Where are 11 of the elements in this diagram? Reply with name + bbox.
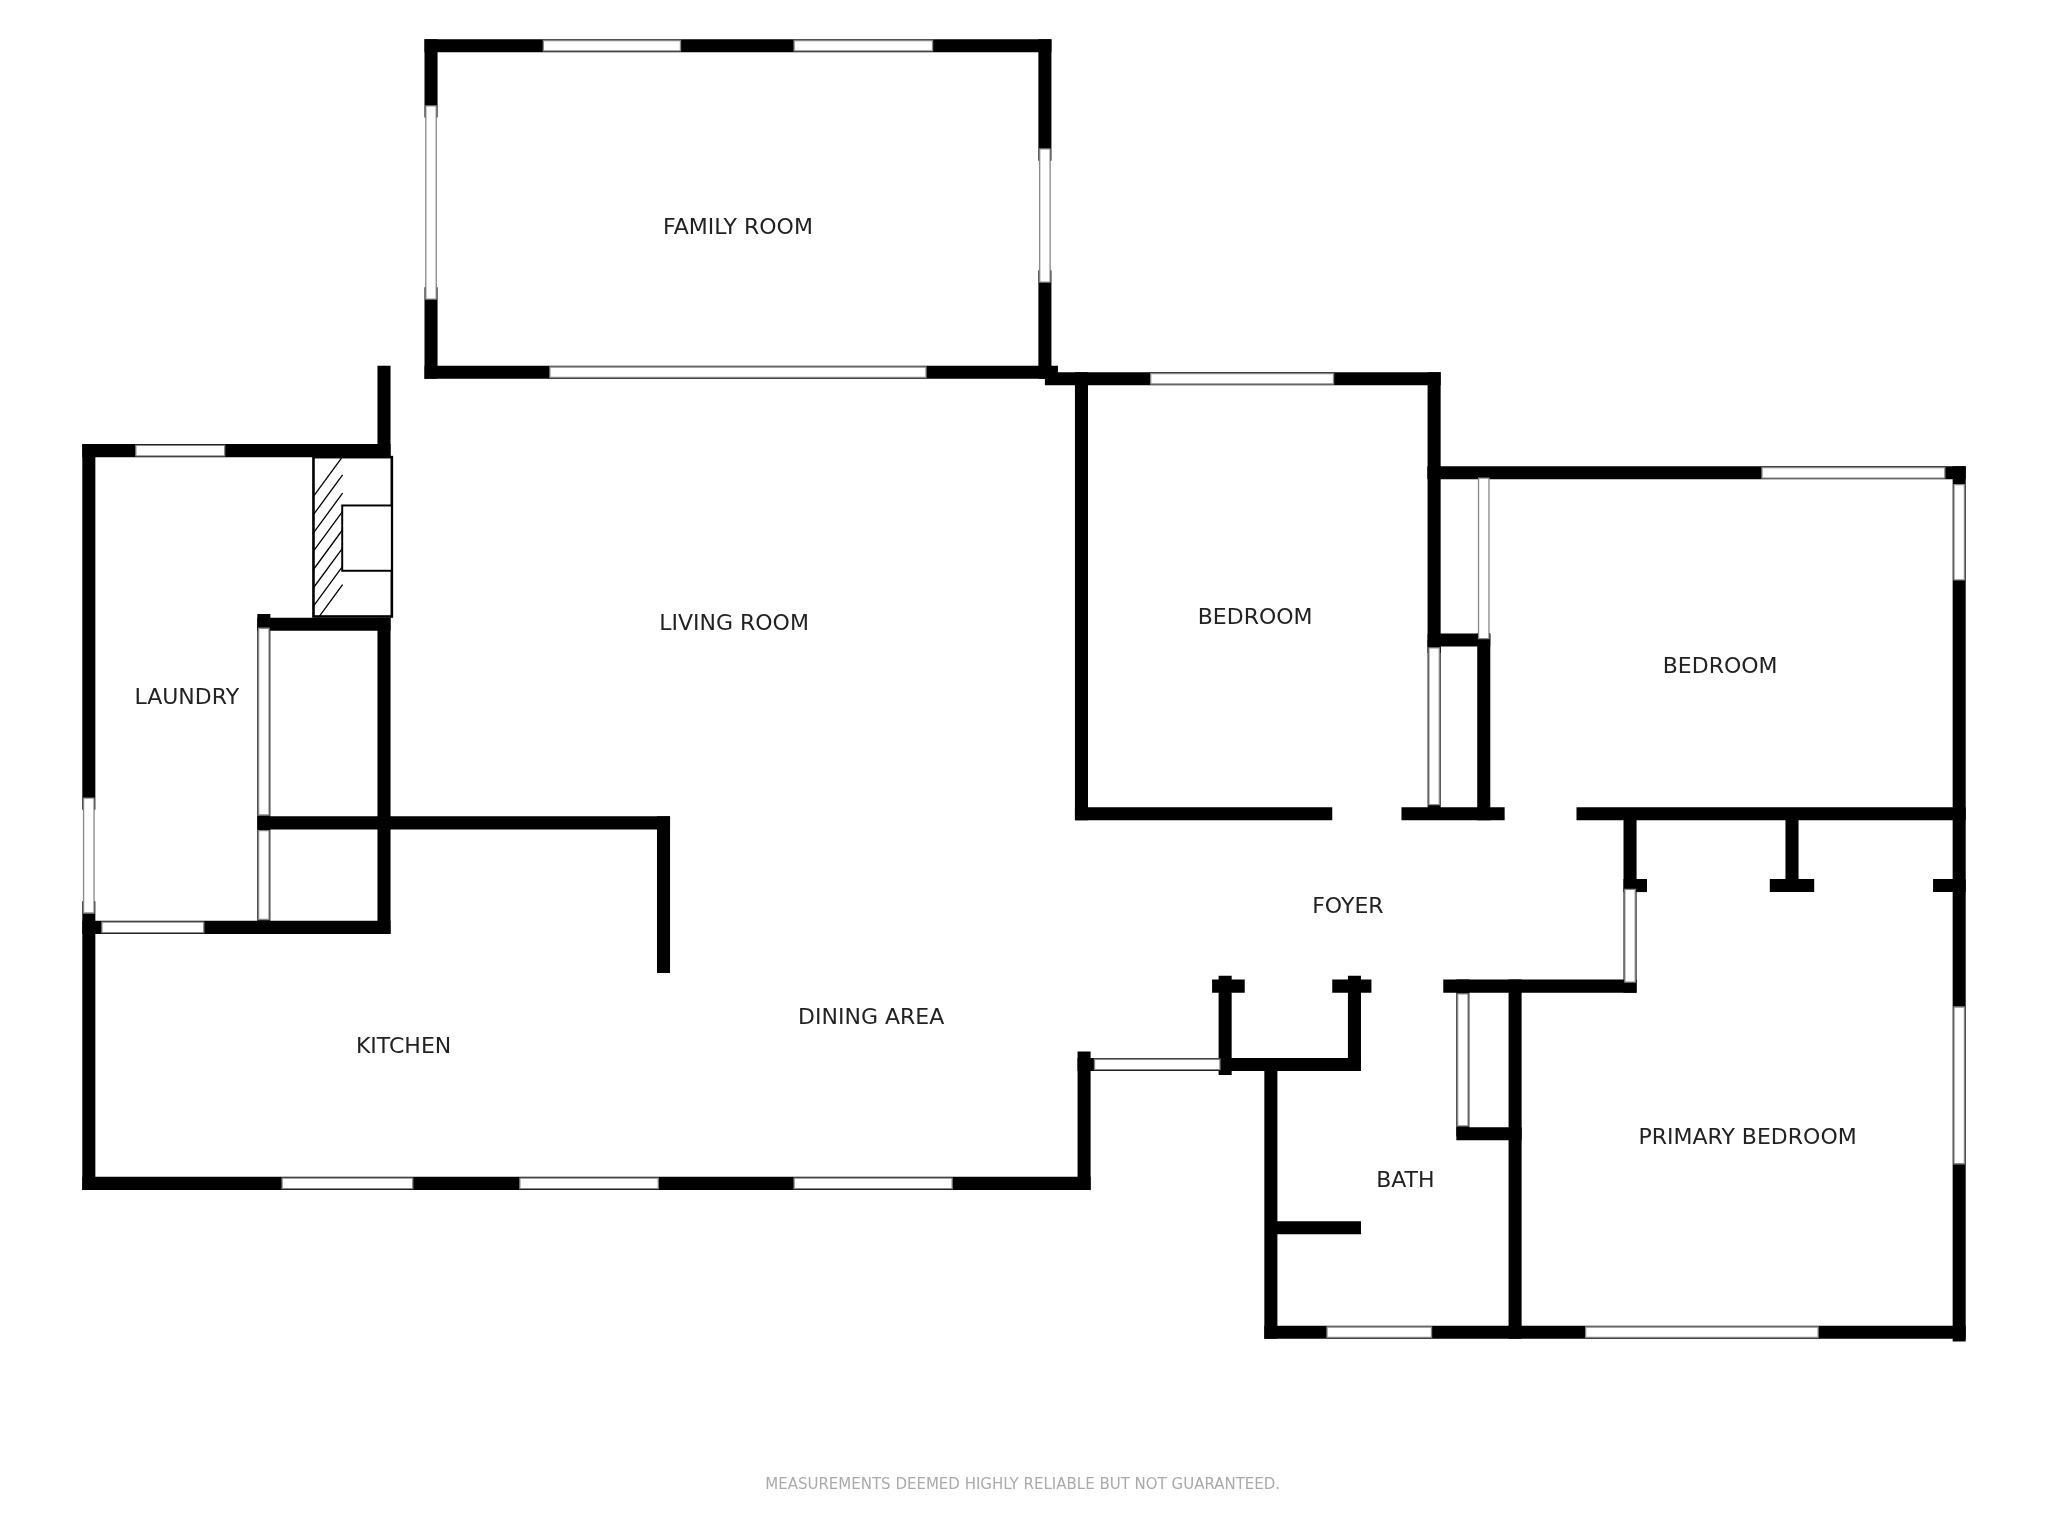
disclaimer-note: MEASUREMENTS DEEMED HIGHLY RELIABLE BUT NOT GUARANTEED. (765, 1474, 1281, 1493)
room-label: FAMILY ROOM (663, 213, 813, 239)
room-label: BEDROOM (1662, 652, 1778, 678)
room-label: LIVING ROOM (659, 609, 809, 635)
room-label: DINING AREA (798, 1003, 945, 1029)
room-label: LAUNDRY (134, 683, 240, 709)
room-label: BATH (1376, 1166, 1435, 1192)
room-label: FOYER (1312, 892, 1384, 918)
room-label: PRIMARY BEDROOM (1638, 1123, 1857, 1149)
room-label: KITCHEN (355, 1032, 452, 1058)
room-label: BEDROOM (1197, 604, 1313, 629)
